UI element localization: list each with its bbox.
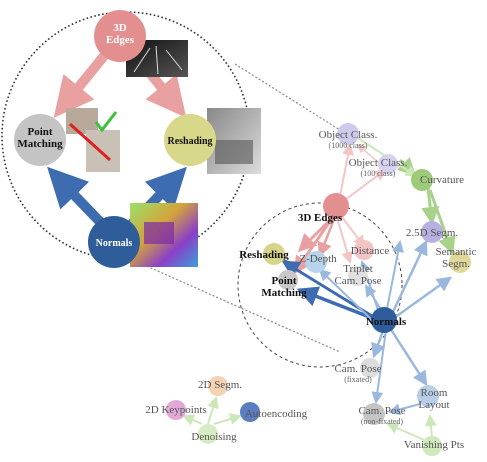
label-line: Room <box>421 387 448 399</box>
check-mark-icon <box>94 111 118 133</box>
label-line: Edges <box>106 34 135 46</box>
inset-label-normals: Normals <box>96 238 133 249</box>
label-object-class-100-sub: (100 class) <box>361 169 396 178</box>
label-line: Point <box>271 275 296 287</box>
inset-arrow-normals-to-pointmatching <box>47 166 108 230</box>
label-denoising: Denoising <box>191 431 237 443</box>
label-line: Cam. Pose <box>334 275 381 287</box>
node-object-class-100 <box>378 154 398 174</box>
label-curvature: Curvature <box>420 174 464 186</box>
node-autoencoding <box>240 402 260 422</box>
label-2d-segm: 2D Segm. <box>198 379 242 391</box>
node-reshading <box>263 243 285 265</box>
node-z-depth <box>305 251 327 273</box>
label-vanishing-pts: Vanishing Pts <box>404 439 464 451</box>
label-cam-pose-fixated: Cam. Pose <box>334 363 381 375</box>
label-2d-keypoints: 2D Keypoints <box>145 404 206 416</box>
inset-node-point-matching <box>14 114 66 166</box>
label-cam-pose-fixated-sub: (fixated) <box>344 375 372 384</box>
node-2d-segm <box>208 376 228 396</box>
label-line: 3D <box>113 22 127 34</box>
graph-labels: Object Class. (1000 class) Object Class.… <box>145 129 476 451</box>
zoom-connector-top <box>234 63 341 131</box>
inset-arrow-edges-to-pointmatching <box>53 52 108 118</box>
node-25d-segm <box>421 221 443 243</box>
label-object-class-1000: Object Class. <box>319 129 378 141</box>
node-cam-pose-fixated <box>360 358 380 378</box>
label-reshading: Reshading <box>239 249 289 261</box>
inset-node-3d-edges <box>94 10 146 62</box>
label-line: Semantic <box>436 246 477 258</box>
inset-label-reshading: Reshading <box>167 136 212 147</box>
zoom-region-circle <box>237 202 403 368</box>
label-object-class-1000-sub: (1000 class) <box>329 141 368 150</box>
node-object-class-1000 <box>337 123 359 145</box>
point-matching-image-2 <box>86 130 120 172</box>
label-line: Reshading <box>167 136 212 147</box>
label-cam-pose-nonfixated: Cam. Pose <box>358 405 405 417</box>
node-curvature <box>411 169 433 191</box>
label-autoencoding: Autoencoding <box>245 408 308 420</box>
cross-mark <box>68 122 112 162</box>
label-3d-edges: 3D Edges <box>298 212 343 224</box>
node-distance <box>354 240 374 260</box>
label-distance: Distance <box>351 245 390 257</box>
label-cam-pose-nonfixated-sub: (non-fixated) <box>361 417 404 426</box>
graph-nodes <box>166 123 471 456</box>
label-line: Matching <box>17 138 63 150</box>
graph-edges <box>182 137 456 441</box>
node-point-matching <box>278 270 298 290</box>
label-line: Triplet <box>343 263 373 275</box>
label-line: Segm. <box>442 258 470 270</box>
node-normals <box>371 307 397 333</box>
node-cam-pose-nonfixated <box>363 403 385 425</box>
label-line: Point <box>27 126 52 138</box>
node-semantic-segm <box>449 251 471 273</box>
point-matching-image-1 <box>66 108 98 134</box>
node-room-layout <box>417 385 439 407</box>
node-denoising <box>198 424 218 444</box>
node-3d-edges <box>323 193 349 219</box>
label-line: Matching <box>261 287 307 299</box>
inset-node-normals <box>88 216 140 268</box>
label-normals: Normals <box>366 316 407 328</box>
label-object-class-100: Object Class. <box>349 157 408 169</box>
node-vanishing-pts <box>422 436 442 456</box>
label-z-depth: Z-Depth <box>299 253 337 265</box>
label-25d-segm: 2.5D Segm. <box>406 227 459 239</box>
inset-node-reshading <box>164 114 216 166</box>
node-2d-keypoints <box>166 400 186 420</box>
label-line: Normals <box>96 238 133 249</box>
label-line: Layout <box>418 399 449 411</box>
node-triplet-cam-pose <box>348 266 368 286</box>
